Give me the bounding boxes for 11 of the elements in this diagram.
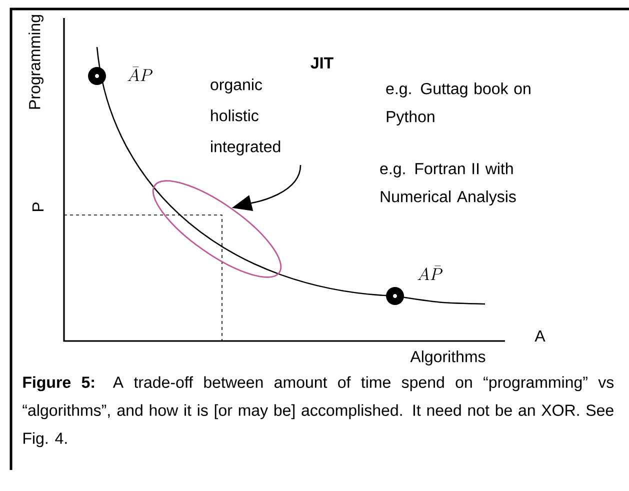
callout-text: organic holistic integrated [210, 78, 280, 156]
caption: Figure 5: A trade-off between amount of time spend on “programming” vs “algorithms”, and how it is [or may be] accomplished. It need not be an XOR. See Fig. 4. [22, 376, 614, 448]
axis-label: Programming [28, 15, 44, 109]
example-text: e.g. Fortran II with Numerical Analysis [380, 162, 516, 206]
axis-label: A [534, 330, 546, 342]
axis-label: Algorithms [410, 350, 486, 366]
axis-label: P [32, 202, 44, 212]
point-label: $\bar{A}P$ [128, 66, 152, 82]
heading-text: JIT [310, 57, 334, 69]
example-text: e.g. Guttag book on Python [386, 82, 530, 126]
point-label: $A\bar{P}$ [418, 266, 442, 280]
